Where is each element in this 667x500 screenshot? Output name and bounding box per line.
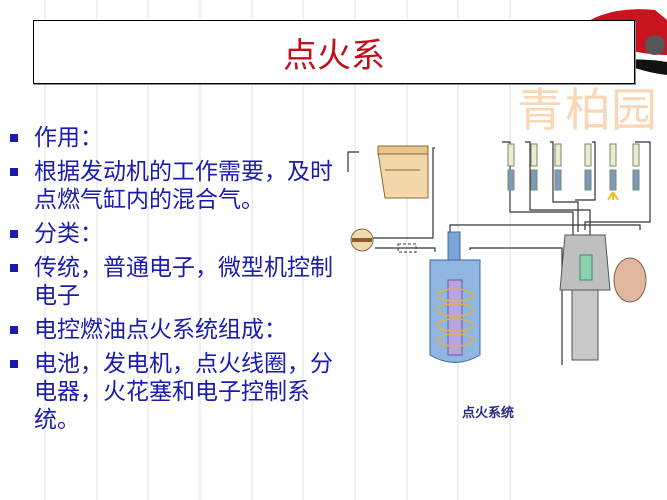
ignition-system-diagram (347, 141, 651, 365)
bullet-item: 根据发动机的工作需要，及时点燃气缸内的混合气。 (8, 158, 348, 214)
bullet-square-icon (10, 134, 18, 142)
watermark-car-logo: 青 柏园 (517, 84, 657, 132)
bullet-square-icon (10, 264, 18, 272)
bullet-item: 传统，普通电子，微型机控制电子 (8, 254, 348, 310)
svg-text:柏园: 柏园 (565, 84, 657, 132)
bullet-item: 电控燃油点火系统组成： (8, 316, 348, 344)
bullet-square-icon (10, 230, 18, 238)
diagram-caption: 点火系统 (462, 406, 515, 421)
ignition-switch-icon (350, 228, 374, 252)
spark-plugs-icon (507, 143, 640, 191)
resistor-icon (397, 243, 417, 253)
title-box: 点火系 (33, 20, 635, 84)
distributor-icon (559, 234, 647, 361)
spark-icon (607, 191, 619, 201)
bullet-list: 作用： 根据发动机的工作需要，及时点燃气缸内的混合气。 分类： 传统，普通电子，… (8, 124, 348, 440)
ignition-coil-icon (429, 231, 481, 363)
bullet-square-icon (10, 326, 18, 334)
slide-title: 点火系 (283, 35, 385, 76)
battery-icon (377, 145, 429, 199)
bullet-square-icon (10, 360, 18, 368)
bullet-item: 分类： (8, 220, 348, 248)
svg-text:青: 青 (517, 84, 563, 132)
bullet-item: 电池，发电机，点火线圈，分电器，火花塞和电子控制系统。 (8, 350, 348, 434)
bullet-item: 作用： (8, 124, 348, 152)
bullet-square-icon (10, 168, 18, 176)
